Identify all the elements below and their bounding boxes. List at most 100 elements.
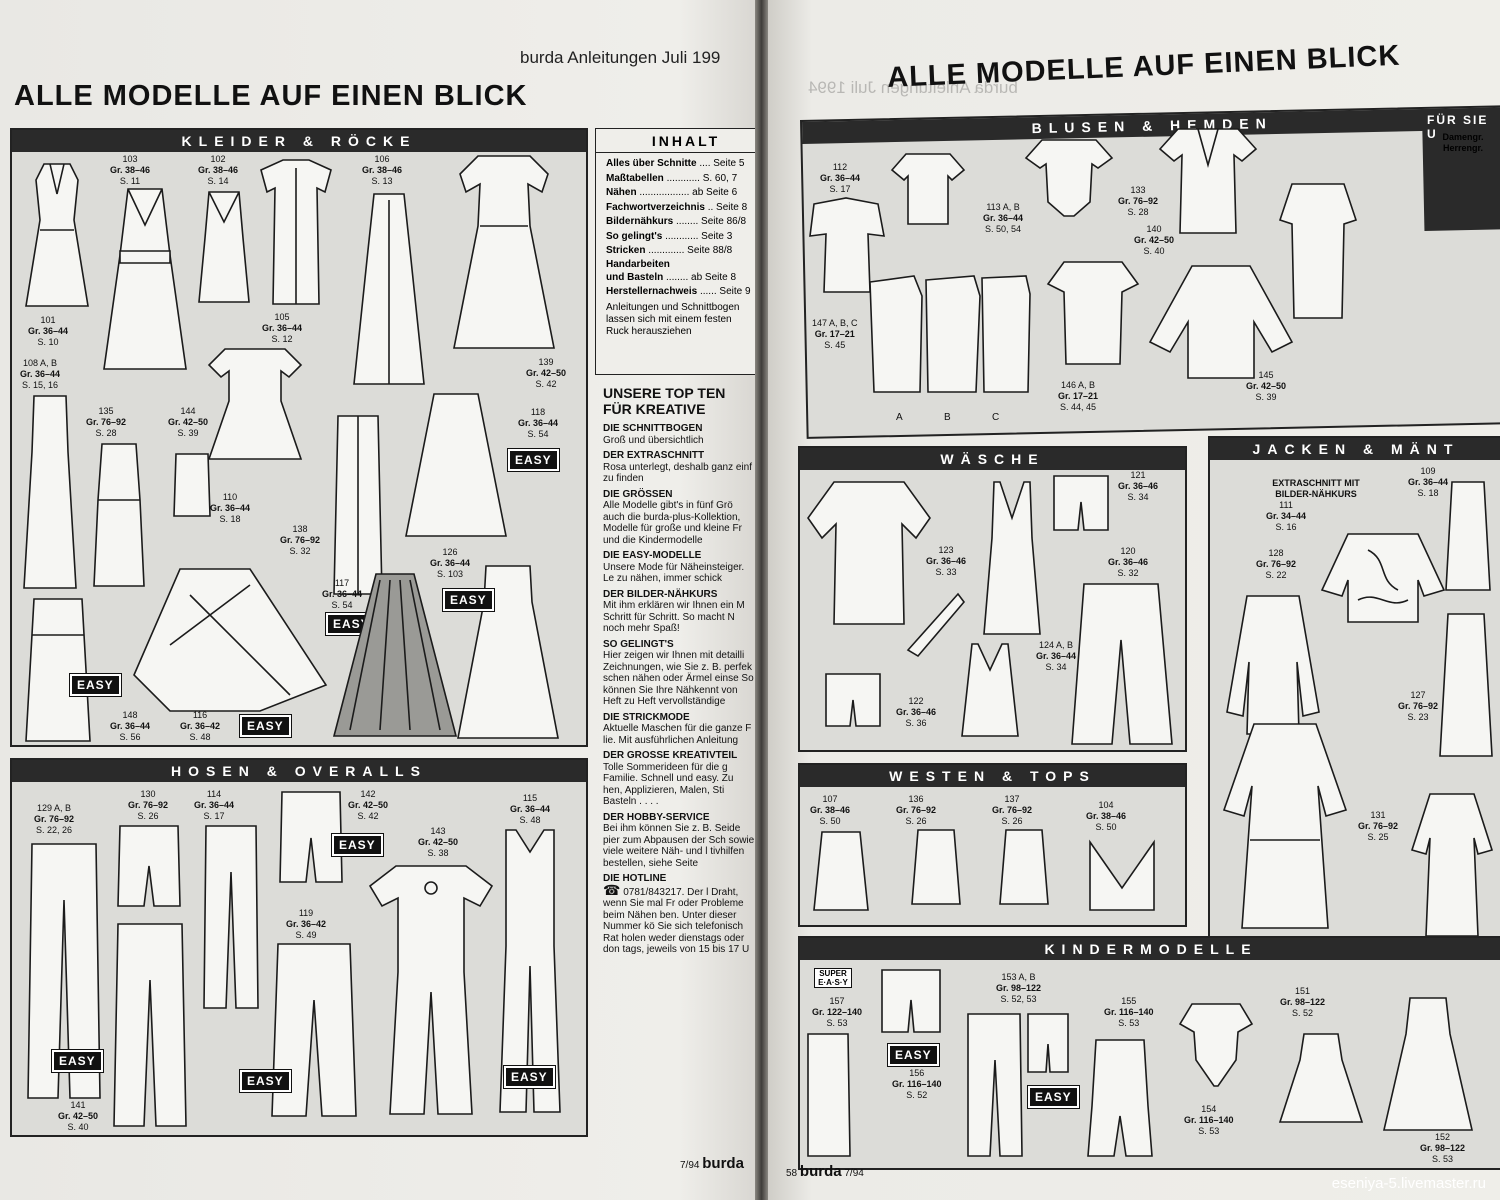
- top-ten-entry: DIE HOTLINE☎ 0781/843217. Der l Draht, w…: [603, 873, 750, 955]
- fuer-sie-sub: Damengr. Herrengr.: [1442, 132, 1484, 153]
- top-ten-title: UNSERE TOP TEN FÜR KREATIVE: [603, 385, 726, 417]
- easy-badge: EASY: [69, 673, 122, 697]
- toc-entry[interactable]: Fachwortverzeichnis .. Seite 8: [606, 201, 748, 213]
- blouse-140-illustration: [1158, 128, 1258, 234]
- variant-a: A: [896, 412, 903, 423]
- shorts-156-illustration: [881, 969, 941, 1033]
- toc-entry[interactable]: Bildernähkurs ........ Seite 86/8: [606, 216, 747, 227]
- toc-list: Alles über Schnitte .... Seite 5 Maßtabe…: [596, 157, 755, 300]
- trousers-141-illustration: [113, 923, 187, 1127]
- page-folio: 58 burda 7/94: [786, 1163, 864, 1180]
- nightgown-illustration: [983, 481, 1041, 635]
- toc-entry[interactable]: Alles über Schnitte .... Seite 5: [606, 158, 745, 169]
- toc-entry[interactable]: Maßtabellen ............ S. 60, 7: [606, 172, 738, 184]
- left-page: burda Anleitungen Juli 199 ALLE MODELLE …: [0, 0, 755, 1200]
- toc-entry[interactable]: Handarbeiten: [606, 258, 670, 270]
- shorts-122-illustration: [825, 673, 881, 727]
- overall-143-illustration: [368, 865, 494, 1115]
- table-of-contents: INHALT Alles über Schnitte .... Seite 5 …: [595, 128, 755, 375]
- super-easy-badge: SUPER E·A·S·Y: [814, 968, 852, 988]
- toc-entry[interactable]: Nähen .................. ab Seite 6: [606, 187, 738, 198]
- skirt-139-illustration: [405, 393, 507, 537]
- toc-entry[interactable]: Stricken ............. Seite 88/8: [606, 245, 733, 256]
- extraschnitt-label: EXTRASCHNITT MIT BILDER-NÄHKURS: [1272, 478, 1360, 499]
- toc-entry[interactable]: Herstellernachweis ...... Seite 9: [606, 286, 751, 297]
- easy-badge: EASY: [507, 448, 560, 472]
- shorts-142-illustration: [279, 791, 343, 883]
- bodysuit-154-illustration: [1178, 1003, 1254, 1087]
- right-page: burda Anleitungen Juli 1994 ALLE MODELLE…: [768, 0, 1500, 1200]
- easy-badge: EASY: [442, 588, 495, 612]
- shorts-121-illustration: [1053, 475, 1109, 531]
- robe-123-illustration: [807, 481, 931, 625]
- variant-b: B: [944, 412, 951, 423]
- trousers-114-illustration: [203, 825, 259, 1009]
- dress-103-illustration: [103, 188, 187, 370]
- pajama-trousers-illustration: [1071, 583, 1173, 745]
- page-folio: 7/94 burda: [680, 1155, 744, 1172]
- dress-105-illustration: [260, 159, 332, 305]
- dress-151-illustration: [1278, 1033, 1364, 1123]
- page-gutter: [755, 0, 768, 1200]
- jacket-right-illustration: [1410, 793, 1494, 937]
- section-heading: BLUSEN & HEMDEN: [802, 107, 1500, 144]
- overall-155-illustration: [1087, 1039, 1153, 1157]
- page-title: ALLE MODELLE AUF EINEN BLICK: [14, 80, 528, 112]
- shorts-153-illustration: [1027, 1013, 1069, 1073]
- camisole-124-illustration: [961, 643, 1019, 737]
- dress-long-illustration: [453, 155, 555, 349]
- dress-135-illustration: [93, 443, 145, 587]
- toc-note: Anleitungen und Schnittbogen lassen sich…: [606, 301, 740, 337]
- easy-badge: EASY: [239, 1069, 292, 1093]
- vest-137-illustration: [999, 829, 1049, 905]
- dress-152-illustration: [1382, 997, 1474, 1131]
- dress-106-illustration: [353, 193, 425, 385]
- top-144-illustration: [207, 348, 303, 460]
- toc-entry[interactable]: So gelingt's ............ Seite 3: [606, 230, 733, 242]
- blouse-133-illustration: [1024, 139, 1114, 217]
- jacket-111-illustration: [1320, 533, 1446, 623]
- skirt-157-illustration: [807, 1033, 851, 1157]
- top-104-illustration: [1089, 839, 1155, 911]
- toc-entry[interactable]: und Basteln ........ ab Seite 8: [606, 271, 737, 283]
- overall-115-illustration: [499, 829, 561, 1113]
- shirts-147-illustration: [869, 275, 1031, 393]
- easy-badge: EASY: [239, 714, 292, 738]
